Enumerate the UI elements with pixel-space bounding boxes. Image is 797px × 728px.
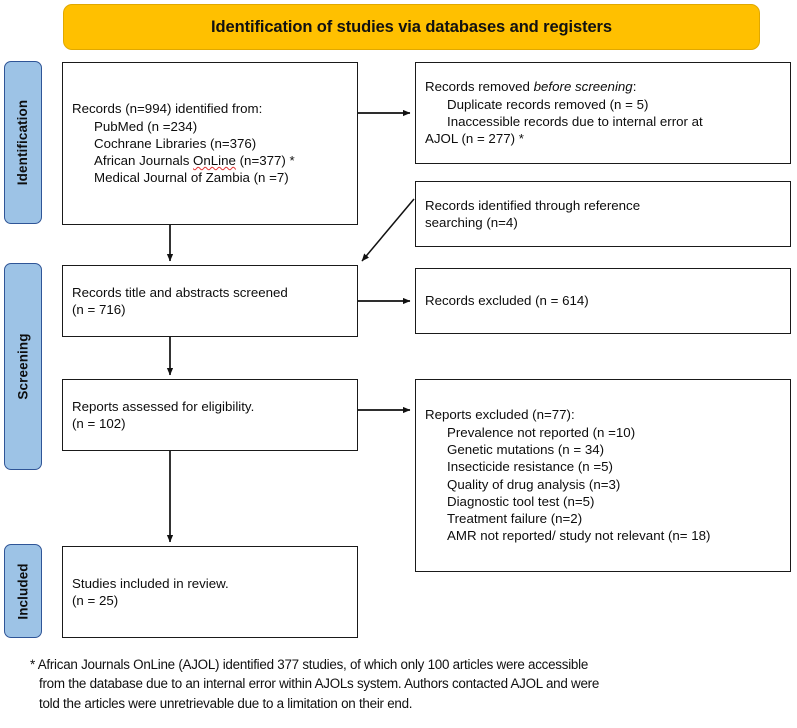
reports-excluded-line-8: AMR not reported/ study not relevant (n=… [447, 528, 711, 544]
studies-included-line-1: Studies included in review. [72, 575, 229, 591]
box-reference-searching-content: Records identified through reference sea… [416, 197, 790, 232]
footnote-line-1: * African Journals OnLine (AJOL) identif… [30, 657, 589, 672]
records-identified-line-4: African Journals OnLine (n=377) * [72, 152, 348, 169]
reports-excluded-line-3: Genetic mutations (n = 34) [447, 441, 605, 457]
box-records-screened-content: Records title and abstracts screened (n … [63, 284, 357, 319]
records-identified-line-2: PubMed (n =234) [94, 118, 198, 134]
eligibility-line-2: (n = 102) [72, 416, 126, 431]
box-records-excluded: Records excluded (n = 614) [415, 268, 791, 334]
diagram-footnote: * African Journals OnLine (AJOL) identif… [30, 655, 775, 713]
records-identified-line-1: Records (n=994) identified from: [72, 101, 263, 117]
studies-included-line-2: (n = 25) [72, 593, 119, 608]
records-removed-line-1: Records removed before screening: [425, 78, 781, 95]
reports-excluded-line-2: Prevalence not reported (n =10) [447, 424, 636, 440]
records-screened-line-1: Records title and abstracts screened [72, 284, 288, 300]
box-records-identified-content: Records (n=994) identified from: PubMed … [63, 100, 357, 186]
records-excluded-line-1: Records excluded (n = 614) [425, 293, 589, 309]
footnote-line-2: from the database due to an internal err… [39, 676, 600, 692]
records-removed-line-1-prefix: Records removed [425, 79, 534, 95]
diagram-header-banner: Identification of studies via databases … [63, 4, 760, 50]
box-studies-included: Studies included in review. (n = 25) [62, 546, 358, 638]
records-removed-line-1-emphasis: before screening [533, 79, 633, 95]
records-identified-line-3: Cochrane Libraries (n=376) [94, 135, 257, 151]
records-identified-line-4-prefix: African Journals [94, 153, 194, 169]
reports-excluded-line-5: Quality of drug analysis (n=3) [447, 476, 621, 492]
stage-label-included: Included [4, 544, 42, 638]
records-removed-line-1-suffix: : [632, 79, 637, 95]
connector-reference-to-screened [361, 198, 415, 262]
box-reports-eligibility: Reports assessed for eligibility. (n = 1… [62, 379, 358, 451]
stage-label-identification: Identification [4, 61, 42, 224]
box-reports-eligibility-content: Reports assessed for eligibility. (n = 1… [63, 398, 357, 433]
box-records-screened: Records title and abstracts screened (n … [62, 265, 358, 337]
box-records-excluded-content: Records excluded (n = 614) [416, 292, 790, 309]
box-reference-searching: Records identified through reference sea… [415, 181, 791, 247]
records-identified-line-5: Medical Journal of Zambia (n =7) [94, 170, 289, 186]
records-removed-line-2: Duplicate records removed (n = 5) [447, 96, 649, 112]
box-studies-included-content: Studies included in review. (n = 25) [63, 575, 357, 610]
reference-searching-line-2: searching (n=4) [425, 215, 518, 230]
box-records-identified: Records (n=994) identified from: PubMed … [62, 62, 358, 225]
reports-excluded-line-6: Diagnostic tool test (n=5) [447, 493, 595, 509]
records-identified-line-4-suffix: (n=377) * [235, 153, 295, 169]
stage-label-included-text: Included [15, 562, 31, 620]
box-reports-excluded: Reports excluded (n=77): Prevalence not … [415, 379, 791, 572]
reports-excluded-line-1: Reports excluded (n=77): [425, 407, 575, 423]
eligibility-line-1: Reports assessed for eligibility. [72, 398, 255, 414]
reports-excluded-line-7: Treatment failure (n=2) [447, 511, 583, 527]
records-screened-line-2: (n = 716) [72, 302, 126, 317]
box-reports-excluded-content: Reports excluded (n=77): Prevalence not … [416, 406, 790, 544]
reference-searching-line-1: Records identified through reference [425, 197, 641, 213]
stage-label-identification-text: Identification [15, 99, 31, 186]
footnote-line-3: told the articles were unretrievable due… [39, 695, 413, 711]
records-removed-line-4: AJOL (n = 277) * [425, 131, 524, 147]
stage-label-screening-text: Screening [15, 333, 31, 400]
box-records-removed: Records removed before screening: Duplic… [415, 62, 791, 164]
reports-excluded-line-4: Insecticide resistance (n =5) [447, 459, 613, 475]
diagram-title: Identification of studies via databases … [211, 17, 612, 36]
records-removed-line-3: Inaccessible records due to internal err… [447, 114, 703, 129]
box-records-removed-content: Records removed before screening: Duplic… [416, 78, 790, 147]
spellcheck-underlined-word: OnLine [193, 153, 236, 169]
stage-label-screening: Screening [4, 263, 42, 470]
